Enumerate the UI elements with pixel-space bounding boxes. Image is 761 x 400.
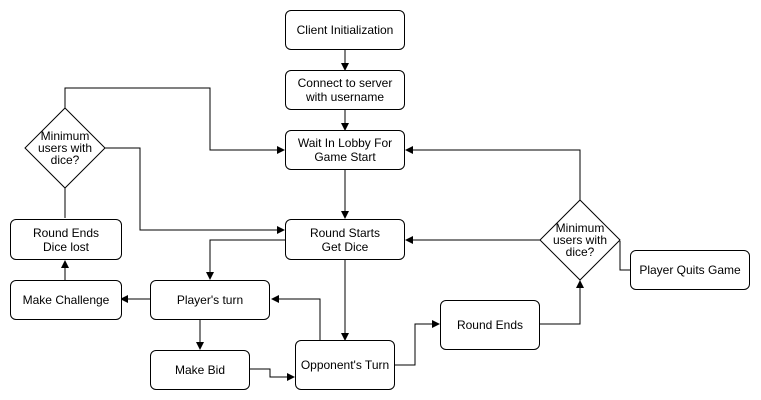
edge-check-to-lobby — [64, 87, 285, 154]
node-player-quits-game: Player Quits Game — [630, 250, 750, 290]
node-make-challenge: Make Challenge — [10, 280, 122, 320]
node-round-ends-dice-lost: Round Ends Dice lost — [10, 219, 122, 260]
decision-right-label: Minimum users with dice? — [552, 221, 608, 259]
edge-opponent-turn-to-player-turn — [271, 295, 321, 340]
node-client-initialization: Client Initialization — [285, 10, 405, 50]
edge-round-ends-to-check — [540, 280, 584, 325]
edge-make-bid-to-opponent-turn — [250, 368, 295, 381]
node-round-starts: Round Starts Get Dice — [285, 219, 405, 260]
edge-round-starts-to-player-turn — [206, 239, 285, 280]
edge-check-to-lobby-right — [405, 146, 581, 200]
node-wait-in-lobby: Wait In Lobby For Game Start — [285, 130, 405, 170]
edge-check-to-round-starts — [105, 147, 285, 234]
node-connect-to-server: Connect to server with username — [285, 70, 405, 110]
node-players-turn: Player's turn — [150, 280, 270, 320]
node-opponents-turn: Opponent's Turn — [295, 340, 395, 390]
edge-quit-to-check — [619, 241, 630, 271]
node-make-bid: Make Bid — [150, 350, 250, 390]
node-round-ends: Round Ends — [440, 300, 540, 350]
edge-opponent-turn-to-round-ends — [395, 320, 440, 366]
decision-left-label: Minimum users with dice? — [37, 129, 93, 167]
